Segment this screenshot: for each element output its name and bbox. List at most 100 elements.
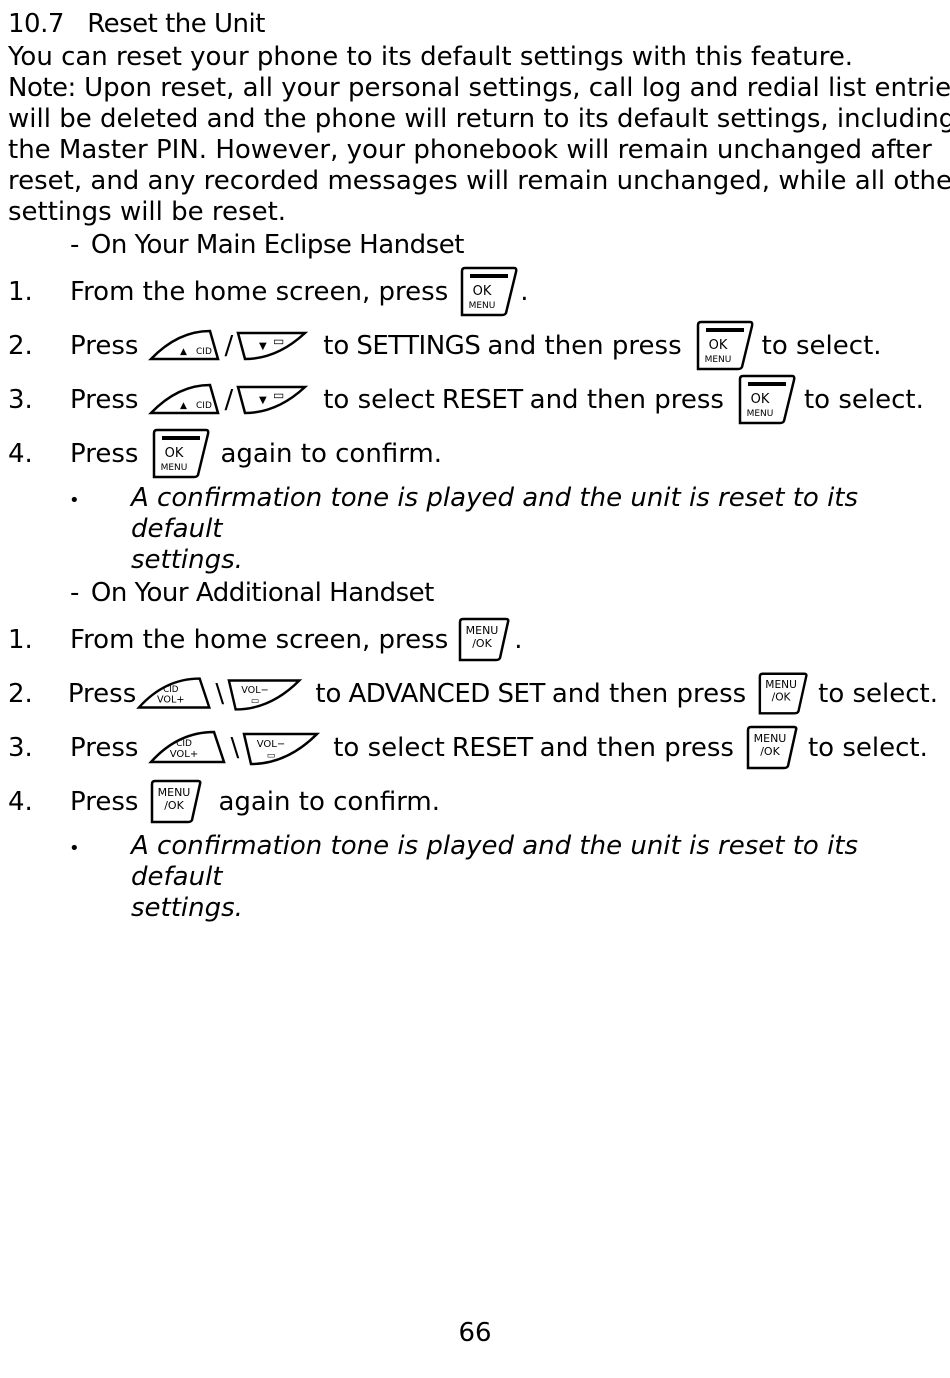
note-line-3: the Master PIN. However, your phonebook …: [8, 135, 932, 165]
note-line: A confirmation tone is played and the un…: [131, 831, 859, 892]
step-text-end: to select.: [803, 385, 924, 415]
step-text: to select: [333, 733, 445, 763]
step-text: to select: [323, 385, 435, 415]
step-text: and then press: [487, 331, 682, 361]
ok-menu-key-icon: OK MENU: [461, 266, 518, 317]
svg-text:▼: ▼: [259, 395, 267, 406]
additional-handset-title: On Your Additional Handset: [90, 578, 434, 608]
menu-ok-key-icon: MENU /OK: [746, 725, 798, 770]
note-text-1: Upon reset, all your personal settings, …: [75, 73, 950, 103]
additional-confirm-note: • A confirmation tone is played and the …: [8, 831, 938, 924]
menu-ok-key-icon: MENU /OK: [459, 617, 510, 662]
heading-dash: -: [70, 230, 79, 260]
step-text: and then press: [529, 385, 724, 415]
svg-text:CID: CID: [196, 401, 212, 411]
separator: \: [230, 733, 240, 763]
main-step-1: 1. From the home screen, press OK MENU .: [8, 265, 938, 319]
svg-text:/OK: /OK: [760, 745, 780, 758]
manual-page: 10.7 Reset the Unit You can reset your p…: [8, 6, 950, 924]
note-line: settings.: [131, 893, 243, 923]
step-text: to: [323, 331, 350, 361]
section-title: Reset the Unit: [87, 9, 265, 39]
step-number: 3.: [8, 733, 33, 763]
separator: \: [215, 679, 225, 709]
step-text: Press: [67, 679, 137, 709]
svg-text:VOL−: VOL−: [257, 739, 286, 750]
down-phonebook-key-icon: ▼ ▭: [236, 385, 307, 415]
additional-step-1: 1. From the home screen, press MENU /OK …: [8, 613, 938, 667]
svg-text:/OK: /OK: [772, 691, 792, 704]
bullet-dot: •: [69, 490, 80, 511]
note-label: Note:: [8, 73, 76, 103]
menu-ok-key-icon: MENU /OK: [151, 779, 202, 824]
svg-text:OK: OK: [708, 338, 727, 353]
svg-text:MENU: MENU: [765, 678, 797, 691]
svg-text:MENU: MENU: [469, 301, 496, 311]
step-text-end: to select.: [807, 733, 928, 763]
svg-text:MENU: MENU: [161, 463, 188, 473]
down-vol-minus-key-icon: VOL− ▭: [242, 732, 321, 766]
heading-dash: -: [70, 578, 79, 608]
ok-menu-key-icon: OK MENU: [738, 374, 796, 425]
main-step-2: 2. Press ▲ CID / ▼ ▭ to SETTINGS and the…: [8, 319, 938, 373]
menu-name: RESET: [441, 385, 523, 415]
svg-text:VOL+: VOL+: [157, 695, 184, 706]
menu-name: ADVANCED SET: [348, 679, 545, 709]
bullet-dot: •: [69, 838, 80, 859]
svg-text:CID: CID: [163, 685, 179, 695]
svg-text:MENU: MENU: [754, 732, 787, 745]
step-text: Press: [70, 733, 139, 763]
section-heading: 10.7 Reset the Unit: [8, 6, 938, 42]
note-line-1: Note: Upon reset, all your personal sett…: [8, 73, 950, 104]
additional-step-4: 4. Press MENU /OK again to confirm.: [8, 775, 938, 829]
step-text: Press: [70, 385, 139, 415]
note-line: settings.: [131, 545, 243, 575]
note-line: A confirmation tone is played and the un…: [131, 483, 859, 544]
step-text: and then press: [539, 733, 734, 763]
step-number: 4.: [8, 787, 33, 817]
svg-text:VOL+: VOL+: [170, 749, 199, 760]
separator: /: [224, 331, 234, 361]
step-number: 1.: [8, 625, 33, 655]
step-text-end: to select.: [761, 331, 882, 361]
additional-handset-heading: -On Your Additional Handset: [8, 578, 938, 609]
svg-text:/OK: /OK: [472, 637, 492, 650]
ok-menu-key-icon: OK MENU: [696, 320, 754, 371]
step-text-end: to select.: [818, 679, 939, 709]
main-handset-title: On Your Main Eclipse Handset: [90, 230, 465, 260]
up-vol-plus-key-icon: CID VOL+: [136, 677, 212, 709]
additional-step-3: 3. Press CID VOL+ \ VOL− ▭ to select RES…: [8, 721, 938, 775]
ok-menu-key-icon: OK MENU: [153, 428, 210, 479]
step-text: Press: [70, 439, 139, 469]
svg-text:OK: OK: [473, 284, 492, 299]
svg-text:CID: CID: [196, 347, 212, 357]
step-text-end: .: [514, 625, 523, 655]
svg-text:MENU: MENU: [466, 624, 499, 637]
menu-name: SETTINGS: [356, 331, 481, 361]
svg-text:MENU: MENU: [704, 355, 731, 365]
note-line-5: settings will be reset.: [8, 197, 287, 227]
step-number: 2.: [8, 331, 33, 361]
menu-ok-key-icon: MENU /OK: [758, 672, 808, 715]
menu-name: RESET: [451, 733, 533, 763]
up-cid-key-icon: ▲ CID: [150, 329, 220, 361]
step-number: 4.: [8, 439, 33, 469]
down-phonebook-key-icon: ▼ ▭: [236, 331, 307, 361]
svg-text:MENU: MENU: [747, 409, 774, 419]
svg-text:▼: ▼: [259, 341, 267, 352]
step-text: Press: [70, 331, 139, 361]
step-text-end: again to confirm.: [218, 787, 441, 817]
main-handset-heading: -On Your Main Eclipse Handset: [8, 230, 938, 261]
svg-text:VOL−: VOL−: [241, 685, 268, 696]
step-number: 2.: [8, 679, 33, 709]
down-vol-minus-key-icon: VOL− ▭: [227, 679, 303, 711]
step-number: 3.: [8, 385, 33, 415]
page-number: 66: [458, 1318, 492, 1348]
step-text: From the home screen, press: [70, 625, 449, 655]
svg-text:▲: ▲: [180, 401, 187, 411]
additional-step-2: 2. Press CID VOL+ \ VOL− ▭ to ADVANCED S…: [8, 667, 938, 721]
main-step-4: 4. Press OK MENU again to confirm.: [8, 427, 938, 481]
intro-text: You can reset your phone to its default …: [8, 42, 854, 72]
note-line-4: reset, and any recorded messages will re…: [8, 166, 950, 196]
step-text: and then press: [551, 679, 747, 709]
